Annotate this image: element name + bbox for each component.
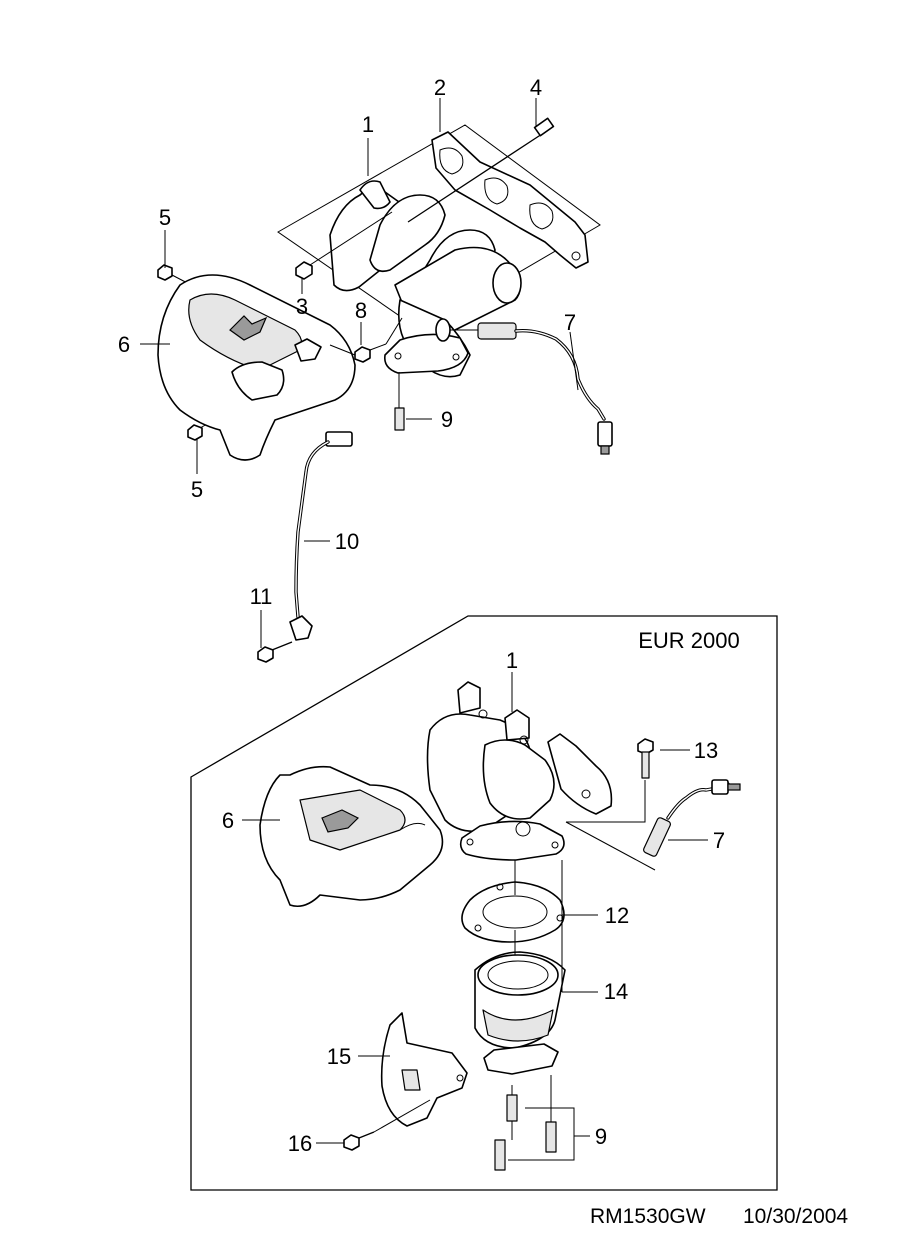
drawing-id: RM1530GW	[590, 1205, 706, 1228]
panel-callout-12: 12	[605, 903, 629, 928]
panel-callout-1: 1	[506, 648, 518, 673]
panel-gasket-part-12	[461, 881, 565, 943]
panel-bolt-part-16	[343, 1099, 431, 1151]
callout-9-top: 9	[441, 407, 453, 432]
panel-title: EUR 2000	[638, 628, 740, 653]
manifold-gasket-plane	[277, 124, 601, 331]
panel-lower-heat-shield-part-15	[380, 1012, 468, 1127]
panel-callout-14: 14	[604, 979, 628, 1004]
panel-callout-13: 13	[694, 738, 718, 763]
callout-5-lower: 5	[191, 477, 203, 502]
callout-5-upper: 5	[159, 205, 171, 230]
bolt-part-8	[354, 317, 403, 363]
panel-leader-lines	[242, 672, 708, 1144]
panel-exhaust-manifold	[426, 681, 613, 833]
callout-11: 11	[250, 584, 273, 609]
callout-1: 1	[362, 112, 374, 137]
panel-callout-9: 9	[595, 1124, 607, 1149]
panel-heat-shield	[259, 765, 444, 908]
oxygen-sensor-part-7	[435, 318, 613, 455]
callout-10: 10	[335, 529, 359, 554]
manifold-outlet-flange	[383, 333, 469, 374]
callout-2: 2	[434, 75, 446, 100]
panel-studs-part-9	[494, 1075, 575, 1171]
callout-4: 4	[530, 75, 542, 100]
callout-3: 3	[296, 294, 308, 319]
callout-8: 8	[355, 298, 367, 323]
panel-bolt-part-13	[566, 738, 654, 823]
nut-part-3	[295, 211, 393, 280]
panel-callout-7: 7	[713, 828, 725, 853]
heat-shield-part-6	[157, 274, 356, 461]
panel-callout-16: 16	[288, 1131, 312, 1156]
panel-callout-15: 15	[327, 1044, 351, 1069]
stud-part-9-top	[394, 372, 405, 431]
sensor-cable-part-10	[289, 431, 353, 641]
panel-oxygen-sensor	[565, 779, 741, 871]
diagram-footer: RM1530GW 10/30/2004	[590, 1205, 848, 1228]
panel-callout-6: 6	[222, 808, 234, 833]
eur2000-panel: EUR 2000	[190, 615, 778, 1191]
panel-catalytic-converter-part-14	[474, 860, 566, 1075]
drawing-date: 10/30/2004	[743, 1205, 848, 1228]
stud-part-4	[407, 117, 555, 223]
panel-manifold-flange	[459, 820, 565, 861]
manifold-gasket	[431, 131, 589, 269]
top-leader-lines	[140, 98, 579, 648]
callout-7: 7	[564, 310, 576, 335]
bolt-part-11	[257, 641, 293, 663]
callout-6: 6	[118, 332, 130, 357]
top-assembly: 1 2 4 5 3 8 6 7 9 5 10 11	[118, 75, 613, 663]
